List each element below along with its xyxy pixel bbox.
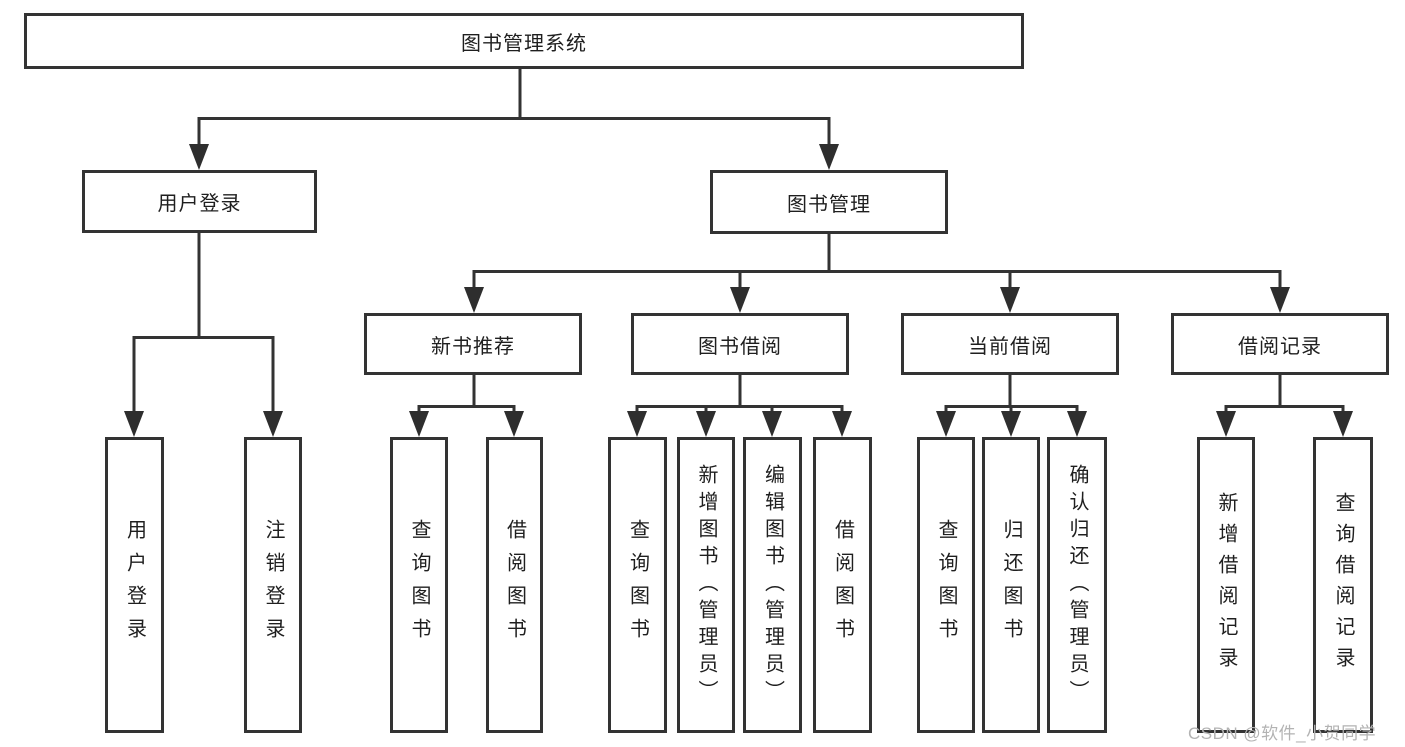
arrowhead-icons bbox=[124, 144, 1353, 437]
node-borrow-records: 借阅记录 bbox=[1171, 313, 1389, 375]
node-user-login-action-label: 用户登录 bbox=[123, 519, 146, 651]
arrow-down-icon bbox=[124, 411, 144, 437]
arrow-down-icon bbox=[819, 144, 839, 170]
node-br-query-record: 查询借阅记录 bbox=[1313, 437, 1373, 733]
node-user-login: 用户登录 bbox=[82, 170, 317, 233]
node-root: 图书管理系统 bbox=[24, 13, 1024, 69]
node-bb-borrow-books-label: 借阅图书 bbox=[831, 519, 854, 651]
node-root-label: 图书管理系统 bbox=[461, 32, 587, 55]
arrow-down-icon bbox=[1270, 287, 1290, 313]
node-book-mgmt: 图书管理 bbox=[710, 170, 948, 234]
arrow-down-icon bbox=[1001, 411, 1021, 437]
node-user-login-action: 用户登录 bbox=[105, 437, 164, 733]
node-bb-query-books: 查询图书 bbox=[608, 437, 667, 733]
node-bb-add-books: 新增图书（管理员） bbox=[677, 437, 735, 733]
node-br-query-record-label: 查询借阅记录 bbox=[1332, 492, 1354, 678]
node-logout-action: 注销登录 bbox=[244, 437, 302, 733]
arrow-down-icon bbox=[464, 287, 484, 313]
node-bb-query-books-label: 查询图书 bbox=[626, 519, 649, 651]
edge-root-rail bbox=[197, 117, 831, 146]
edge-new-book-rec-rail bbox=[417, 405, 516, 414]
node-book-borrow: 图书借阅 bbox=[631, 313, 849, 375]
node-nbr-query-books: 查询图书 bbox=[390, 437, 448, 733]
node-bb-edit-books-label: 编辑图书（管理员） bbox=[761, 463, 784, 707]
node-br-add-record-label: 新增借阅记录 bbox=[1215, 492, 1237, 678]
arrow-down-icon bbox=[696, 411, 716, 437]
node-br-add-record: 新增借阅记录 bbox=[1197, 437, 1255, 733]
arrow-down-icon bbox=[1216, 411, 1236, 437]
edge-book-mgmt-rail bbox=[472, 270, 1282, 290]
node-book-mgmt-label: 图书管理 bbox=[787, 193, 871, 216]
node-nbr-borrow-books: 借阅图书 bbox=[486, 437, 543, 733]
arrow-down-icon bbox=[1000, 287, 1020, 313]
node-current-borrow: 当前借阅 bbox=[901, 313, 1119, 375]
node-cb-confirm-return-label: 确认归还（管理员） bbox=[1066, 463, 1088, 707]
arrow-down-icon bbox=[762, 411, 782, 437]
node-cb-return-books: 归还图书 bbox=[982, 437, 1040, 733]
arrow-down-icon bbox=[936, 411, 956, 437]
edge-book-borrow-rail bbox=[635, 405, 844, 414]
arrow-down-icon bbox=[1067, 411, 1087, 437]
node-current-borrow-label: 当前借阅 bbox=[968, 335, 1052, 358]
edge-user-login-rail bbox=[132, 336, 275, 414]
arrow-down-icon bbox=[504, 411, 524, 437]
node-bb-borrow-books: 借阅图书 bbox=[813, 437, 872, 733]
node-cb-confirm-return: 确认归还（管理员） bbox=[1047, 437, 1107, 733]
node-cb-query-books: 查询图书 bbox=[917, 437, 975, 733]
edge-borrow-records-rail bbox=[1224, 405, 1345, 414]
node-nbr-borrow-books-label: 借阅图书 bbox=[503, 519, 526, 651]
arrow-down-icon bbox=[1333, 411, 1353, 437]
node-new-book-rec: 新书推荐 bbox=[364, 313, 582, 375]
node-book-borrow-label: 图书借阅 bbox=[698, 335, 782, 358]
node-nbr-query-books-label: 查询图书 bbox=[408, 519, 430, 651]
arrow-down-icon bbox=[730, 287, 750, 313]
node-cb-return-books-label: 归还图书 bbox=[1000, 519, 1022, 651]
arrow-down-icon bbox=[263, 411, 283, 437]
arrow-down-icon bbox=[409, 411, 429, 437]
node-bb-add-books-label: 新增图书（管理员） bbox=[695, 463, 717, 707]
node-new-book-rec-label: 新书推荐 bbox=[431, 335, 515, 358]
node-cb-query-books-label: 查询图书 bbox=[935, 519, 957, 651]
arrow-down-icon bbox=[832, 411, 852, 437]
node-user-login-label: 用户登录 bbox=[157, 193, 242, 215]
arrow-down-icon bbox=[627, 411, 647, 437]
node-borrow-records-label: 借阅记录 bbox=[1238, 335, 1322, 358]
node-logout-action-label: 注销登录 bbox=[262, 519, 284, 651]
arrow-down-icon bbox=[189, 144, 209, 170]
node-bb-edit-books: 编辑图书（管理员） bbox=[743, 437, 802, 733]
watermark-text: CSDN @软件_小贺同学 bbox=[1188, 724, 1377, 743]
